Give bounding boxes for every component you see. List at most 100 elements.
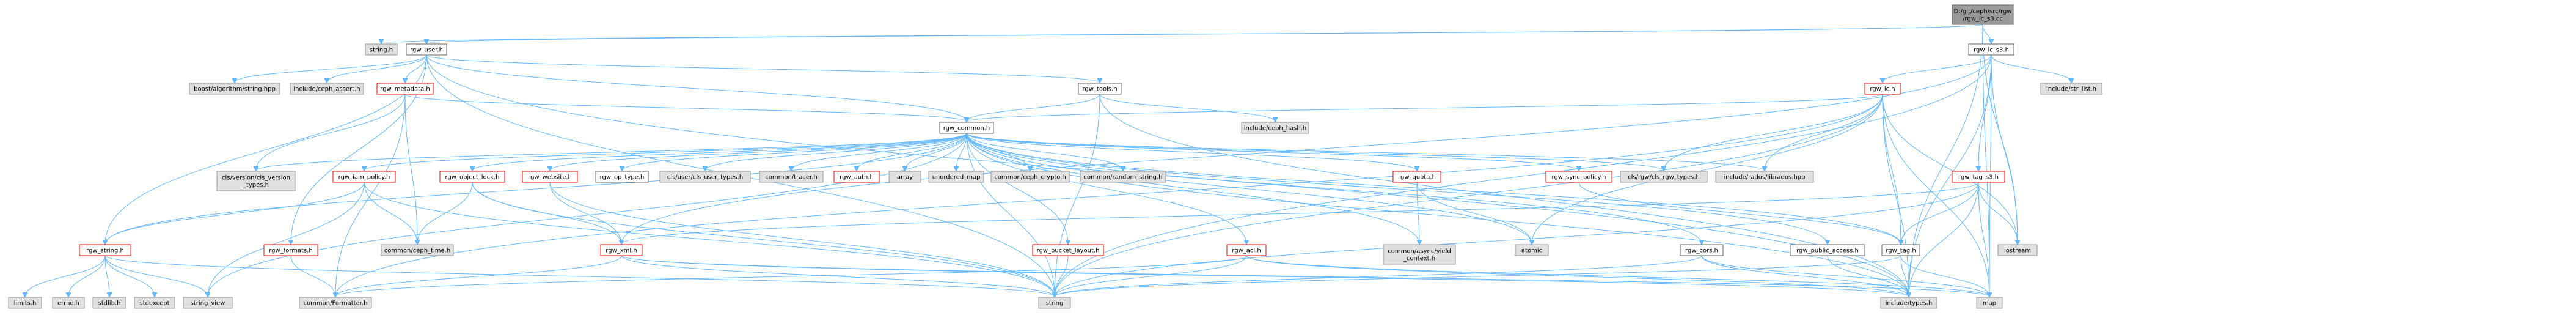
edge-rgw_common-to-atomic <box>966 133 1532 244</box>
node-rgw-lc[interactable]: rgw_lc.h <box>1864 83 1901 95</box>
node-rgw-formats[interactable]: rgw_formats.h <box>263 244 318 256</box>
node-box <box>52 297 85 309</box>
node-rgw-tag-s3[interactable]: rgw_tag_s3.h <box>1952 171 2005 183</box>
node-box <box>376 83 434 95</box>
node-label: string_view <box>191 300 225 307</box>
node-rgw-lc-s3[interactable]: rgw_lc_s3.h <box>1968 43 2014 56</box>
node-rgw-quota[interactable]: rgw_quota.h <box>1392 171 1441 183</box>
node-rgw-xml[interactable]: rgw_xml.h <box>600 244 643 256</box>
edge-rgw_tag_s3-to-map <box>1978 182 1989 297</box>
node-librados: include/rados/librados.hpp <box>1715 171 1814 183</box>
edge-rgw_acl-to-map <box>1246 255 1989 297</box>
node-formatter: common/Formatter.h <box>299 297 372 309</box>
node-iostream: iostream <box>1997 244 2038 256</box>
node-rgw-public-access[interactable]: rgw_public_access.h <box>1790 244 1865 256</box>
edge-rgw_common-to-rgw_op_type <box>622 133 967 171</box>
edge-rgw_website-to-rgw_xml <box>549 182 621 244</box>
edge-rgw_tag_s3-to-rgw_tag <box>1901 182 1979 244</box>
edge-rgw_common-to-array <box>905 133 967 171</box>
edge-rgw_lc-to-rgw_tag <box>1882 94 1901 244</box>
node-label: rgw_metadata.h <box>380 86 430 93</box>
node-rgw-tools[interactable]: rgw_tools.h <box>1078 83 1122 95</box>
node-atomic: atomic <box>1515 244 1549 256</box>
edge-root-to-map <box>1982 24 1989 297</box>
edge-rgw_common-to-rgw_iam_policy <box>364 133 967 171</box>
node-rgw-iam-policy[interactable]: rgw_iam_policy.h <box>332 171 396 183</box>
node-box <box>1078 83 1122 95</box>
edge-rgw_lc_s3-to-rgw_tag_s3 <box>1978 54 1992 171</box>
node-rgw-metadata[interactable]: rgw_metadata.h <box>376 83 434 95</box>
edge-root-to-rgw_lc_s3 <box>1982 24 1991 43</box>
edge-rgw_lc_s3-to-rgw_xml <box>621 54 1992 244</box>
edge-rgw_common-to-rgw_acl <box>966 133 1246 244</box>
node-cls-version: cls/version/cls_version_types.h <box>216 171 296 191</box>
node-label: rgw_formats.h <box>269 248 313 254</box>
node-label: include/ceph_hash.h <box>1244 125 1306 132</box>
edge-rgw_string-to-string <box>104 255 1055 297</box>
edge-rgw_common-to-cls_version <box>256 133 967 171</box>
node-rgw-sync-policy[interactable]: rgw_sync_policy.h <box>1545 171 1612 183</box>
edge-rgw_tag_s3-to-string <box>1055 182 1979 297</box>
edge-rgw_user-to-ceph_assert <box>327 54 427 83</box>
node-label: rgw_quota.h <box>1398 174 1436 181</box>
edge-rgw_common-to-rgw_public_access <box>966 133 1828 244</box>
node-box <box>332 171 396 183</box>
node-box <box>189 83 280 95</box>
edge-rgw_tools-to-types_h <box>1099 94 1909 297</box>
node-label: limits.h <box>14 300 37 307</box>
node-boost-alg: boost/algorithm/string.hpp <box>189 83 280 95</box>
node-box <box>134 297 175 309</box>
edge-root-to-string_h <box>381 24 1983 43</box>
edge-rgw_user-to-rgw_metadata <box>405 54 427 83</box>
edge-rgw_metadata-to-cls_version <box>256 94 406 171</box>
node-rgw-common[interactable]: rgw_common.h <box>939 122 994 134</box>
edge-rgw_common-to-random_string <box>966 133 1123 171</box>
node-label: rgw_sync_policy.h <box>1552 174 1606 181</box>
node-rgw-bucket-layout[interactable]: rgw_bucket_layout.h <box>1032 244 1104 256</box>
edge-rgw_lc-to-iostream <box>1882 94 2018 244</box>
edge-rgw_common-to-cls_user <box>705 133 967 171</box>
edge-rgw_common-to-string_view <box>208 133 967 297</box>
node-root[interactable]: D:/git/ceph/src/rgw/rgw_lc_s3.cc <box>1952 4 2014 25</box>
node-label: string.h <box>370 47 393 54</box>
node-label: stdexcept <box>139 300 169 307</box>
node-rgw-acl[interactable]: rgw_acl.h <box>1226 244 1267 256</box>
node-rgw-object-lock[interactable]: rgw_object_lock.h <box>439 171 505 183</box>
node-rgw-string[interactable]: rgw_string.h <box>79 244 131 256</box>
node-rgw-website[interactable]: rgw_website.h <box>522 171 578 183</box>
node-label: common/tracer.h <box>765 174 817 181</box>
node-rgw-user[interactable]: rgw_user.h <box>406 43 447 56</box>
edge-rgw_common-to-rgw_bucket_layout <box>966 133 1068 244</box>
edge-rgw_tag-to-map <box>1900 255 1989 297</box>
node-box <box>299 297 372 309</box>
node-label: D:/git/ceph/src/rgw/rgw_lc_s3.cc <box>1954 9 2012 23</box>
node-label: cls/version/cls_version_types.h <box>222 175 290 189</box>
node-label: common/ceph_time.h <box>384 248 450 254</box>
node-box <box>1880 297 1937 309</box>
edge-rgw_tools-to-rgw_common <box>967 94 1100 122</box>
node-rgw-cors[interactable]: rgw_cors.h <box>1680 244 1724 256</box>
node-rgw-auth[interactable]: rgw_auth.h <box>833 171 880 183</box>
edge-rgw_common-to-rgw_object_lock <box>472 133 967 171</box>
node-label: rgw_bucket_layout.h <box>1037 248 1100 254</box>
edge-rgw_metadata-to-ceph_time <box>404 94 417 244</box>
edge-rgw_tag_s3-to-types_h <box>1909 182 1979 297</box>
node-label: rgw_xml.h <box>606 248 637 254</box>
node-box <box>1680 244 1724 256</box>
node-str-list: include/str_list.h <box>2040 83 2102 95</box>
node-label: cls/user/cls_user_types.h <box>667 174 743 181</box>
node-rgw-op-type[interactable]: rgw_op_type.h <box>595 171 649 183</box>
node-label: include/types.h <box>1886 300 1933 307</box>
edge-rgw_tag-to-types_h <box>1900 255 1909 297</box>
edge-rgw_xml-to-string <box>621 255 1055 297</box>
edge-rgw_common-to-librados <box>966 133 1765 171</box>
node-label: string <box>1046 300 1064 307</box>
node-box <box>1545 171 1612 183</box>
node-rgw-tag[interactable]: rgw_tag.h <box>1881 244 1920 256</box>
node-unordered-map: unordered_map <box>928 171 984 183</box>
node-cls-user: cls/user/cls_user_types.h <box>659 171 751 183</box>
edge-rgw_lc-to-librados <box>1765 94 1883 171</box>
node-box <box>1881 244 1920 256</box>
node-box <box>1790 244 1865 256</box>
